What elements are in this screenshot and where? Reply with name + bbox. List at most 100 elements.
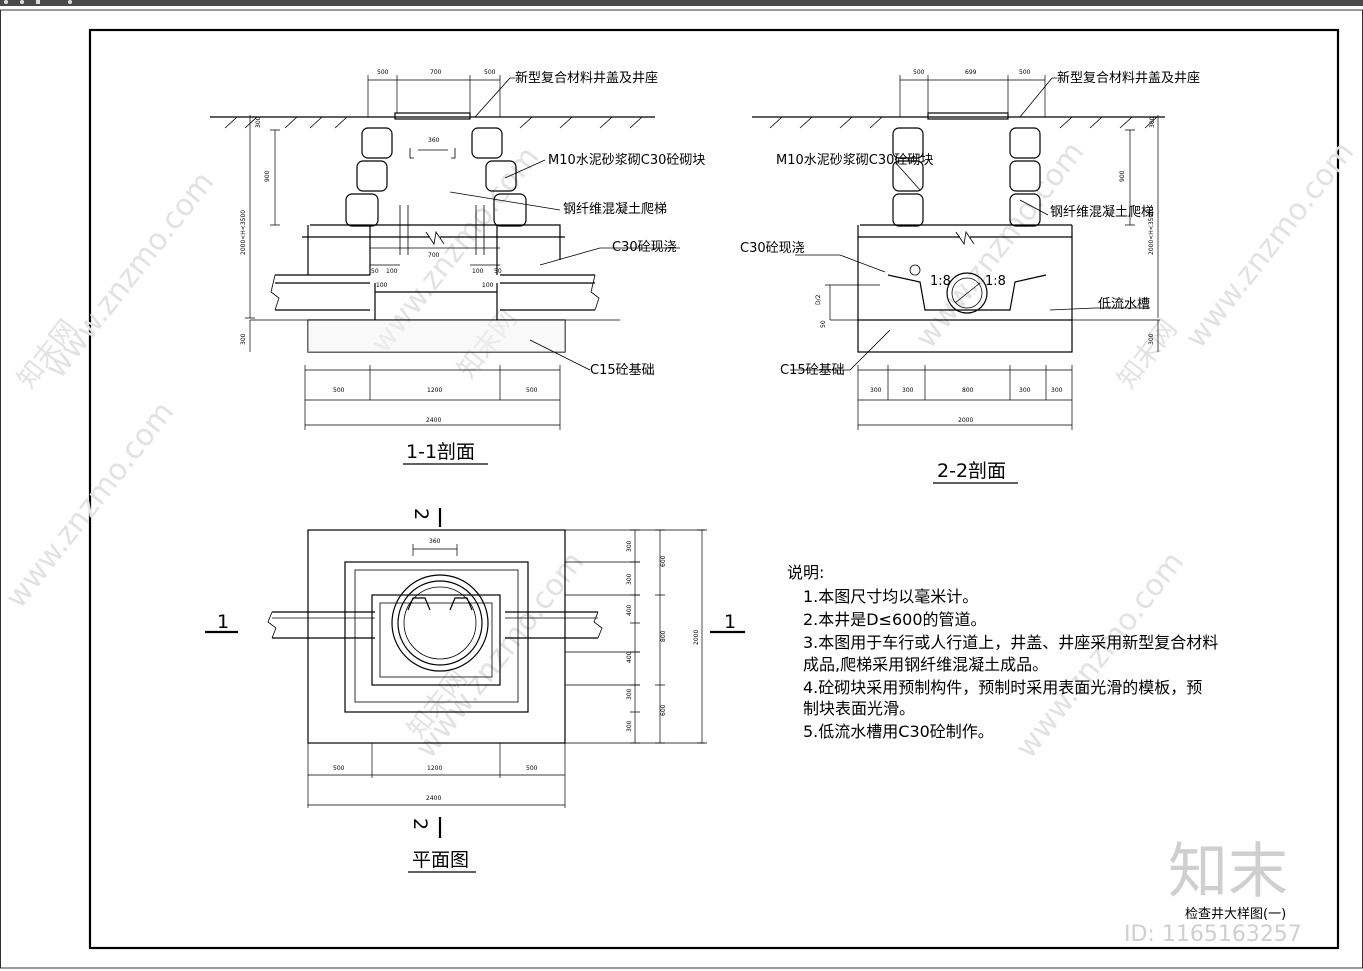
- notes-block: 说明: 1.本图尺寸均以毫米计。 2.本井是D≤600的管道。 3.本图用于车行…: [787, 563, 1218, 741]
- plan-dim-a1: 300: [626, 540, 633, 552]
- dim2-d2: D/2: [815, 294, 822, 305]
- plan-dim-360: 360: [429, 538, 441, 545]
- block-left-1: [361, 127, 393, 159]
- plan-dim-b3: 600: [660, 704, 667, 716]
- block-2-left-2: [892, 160, 924, 192]
- dim-100-right: 100: [472, 268, 484, 275]
- block-2-right-3: [1009, 193, 1041, 227]
- plan-dim-bottom-1: 500: [333, 765, 345, 772]
- note-item-5: 5.低流水槽用C30砼制作。: [803, 722, 994, 741]
- dimension-lines-plan: [307, 529, 707, 808]
- plan-dim-b2: 800: [660, 630, 667, 642]
- dimension-lines-2-2: [825, 75, 1159, 430]
- pipe-circle: [946, 272, 988, 314]
- plan-dim-a2: 300: [626, 573, 633, 585]
- label-base: C15砼基础: [590, 363, 655, 378]
- dim2-900: 900: [1119, 170, 1126, 182]
- dim2-top-left: 500: [913, 69, 925, 76]
- dim-100-left: 100: [386, 268, 398, 275]
- dim-700: 700: [428, 252, 440, 259]
- plan-dim-bottom-2: 1200: [427, 765, 442, 772]
- plan-view: 2 2 1 1 360 300 300 400 400 300 300 600 …: [205, 508, 745, 873]
- logo-watermark: 知末: [1168, 837, 1288, 907]
- manhole-cover: [394, 112, 471, 120]
- dim-top-mid: 700: [430, 69, 442, 76]
- label-block: M10水泥砂浆砌C30砼砌块: [548, 153, 705, 168]
- c15-base-2: [857, 319, 1073, 353]
- plan-dim-bottom-3: 500: [526, 765, 538, 772]
- dim2-300: 300: [1148, 333, 1155, 345]
- slope-right: 1:8: [985, 274, 1006, 289]
- section-1-1: 500 700 500 360 900 300 2000<H<3500 300 …: [210, 69, 705, 465]
- dim-height: 2000<H<3500: [240, 210, 247, 255]
- dim-50-right: 50: [494, 268, 502, 275]
- dim-bottom-1200: 1200: [427, 387, 442, 394]
- watermark-brand: 知末网: [1112, 314, 1184, 394]
- note-item-2: 2.本井是D≤600的管道。: [803, 610, 987, 629]
- label-cast: C30砼现浇: [612, 240, 677, 255]
- viewer-toolbar-icons[interactable]: [4, 0, 72, 4]
- section-1-1-title: 1-1剖面: [406, 441, 475, 463]
- block-right-1: [471, 127, 503, 159]
- plan-dim-total: 2400: [426, 795, 441, 802]
- notes-heading: 说明:: [787, 563, 824, 582]
- note-item-3b: 成品,爬梯采用钢纤维混凝土成品。: [803, 655, 1048, 674]
- label2-base: C15砼基础: [780, 363, 845, 378]
- label-ladder: 钢纤维混凝土爬梯: [563, 201, 667, 217]
- dim2-bottom-4: 300: [1019, 387, 1031, 394]
- dim2-top-mid: 699: [965, 69, 977, 76]
- marker-1-left: 1: [217, 611, 229, 633]
- label2-block: M10水泥砂浆砌C30砼砌块: [776, 153, 933, 168]
- dim-900: 900: [264, 170, 271, 182]
- note-item-1: 1.本图尺寸均以毫米计。: [803, 587, 978, 606]
- leader-lines-2-2: [790, 77, 1150, 371]
- note-item-4: 4.砼砌块采用预制构件，预制时采用表面光滑的模板，预: [803, 678, 1202, 697]
- settings-icon[interactable]: [68, 0, 72, 4]
- plan-manhole-outer: [391, 574, 489, 672]
- ground-hatch-left: [224, 116, 643, 129]
- dim-bottom-500-right: 500: [526, 387, 538, 394]
- watermark-text: www.znzmo.com: [1179, 135, 1361, 355]
- block-2-left-1: [892, 127, 924, 159]
- plan-dim-a6: 300: [626, 720, 633, 732]
- block-left-2: [356, 160, 388, 192]
- block-2-left-3: [892, 193, 924, 227]
- dim2-total: 2000: [958, 417, 973, 424]
- ladder-rungs: [399, 148, 485, 255]
- block-right-3: [493, 193, 527, 227]
- dim-pipe-right: 100: [482, 282, 494, 289]
- label2-channel: 低流水槽: [1098, 297, 1150, 312]
- block-right-2: [485, 160, 517, 192]
- dimension-lines-1-1: [245, 75, 561, 430]
- fit-icon[interactable]: [36, 0, 40, 4]
- plan-dim-b1: 600: [660, 555, 667, 567]
- section-2-2-title: 2-2剖面: [937, 460, 1006, 482]
- dim2-height: 2000<H<3500: [1148, 210, 1155, 255]
- plan-title: 平面图: [412, 849, 469, 871]
- slope-left: 1:8: [930, 274, 951, 289]
- zoom-icon[interactable]: [4, 0, 8, 4]
- image-id-watermark: ID: 1165163257: [1124, 922, 1302, 947]
- dim2-50: 50: [820, 320, 827, 328]
- plan-dim-a4: 400: [626, 651, 633, 663]
- plan-dim-total-right: 2000: [693, 630, 700, 645]
- dim-300: 300: [240, 333, 247, 345]
- label2-ladder: 钢纤维混凝土爬梯: [1050, 204, 1154, 220]
- dim-bottom-500-left: 500: [333, 387, 345, 394]
- dim-total-2400: 2400: [426, 417, 441, 424]
- dim2-bottom-1: 300: [870, 387, 882, 394]
- note-item-3: 3.本图用于车行或人行道上，井盖、井座采用新型复合材料: [803, 633, 1218, 652]
- section-2-2: 500 699 500 900 300 2000<H<3500 300 D/2 …: [740, 69, 1200, 484]
- dim-pipe-left: 100: [376, 282, 388, 289]
- manhole-cover-2: [927, 112, 1009, 120]
- dim-top-left: 500: [377, 69, 389, 76]
- dim2-top-right: 500: [1019, 69, 1031, 76]
- block-left-3: [345, 193, 379, 227]
- pan-icon[interactable]: [20, 0, 24, 4]
- marker-1-right: 1: [724, 611, 736, 633]
- watermark-layer: www.znzmo.com www.znzmo.com www.znzmo.co…: [0, 135, 1361, 765]
- label-cover: 新型复合材料井盖及井座: [515, 70, 658, 86]
- leader-lines-1-1: [449, 77, 680, 371]
- plan-dim-a3: 400: [626, 604, 633, 616]
- label2-cover: 新型复合材料井盖及井座: [1057, 70, 1200, 86]
